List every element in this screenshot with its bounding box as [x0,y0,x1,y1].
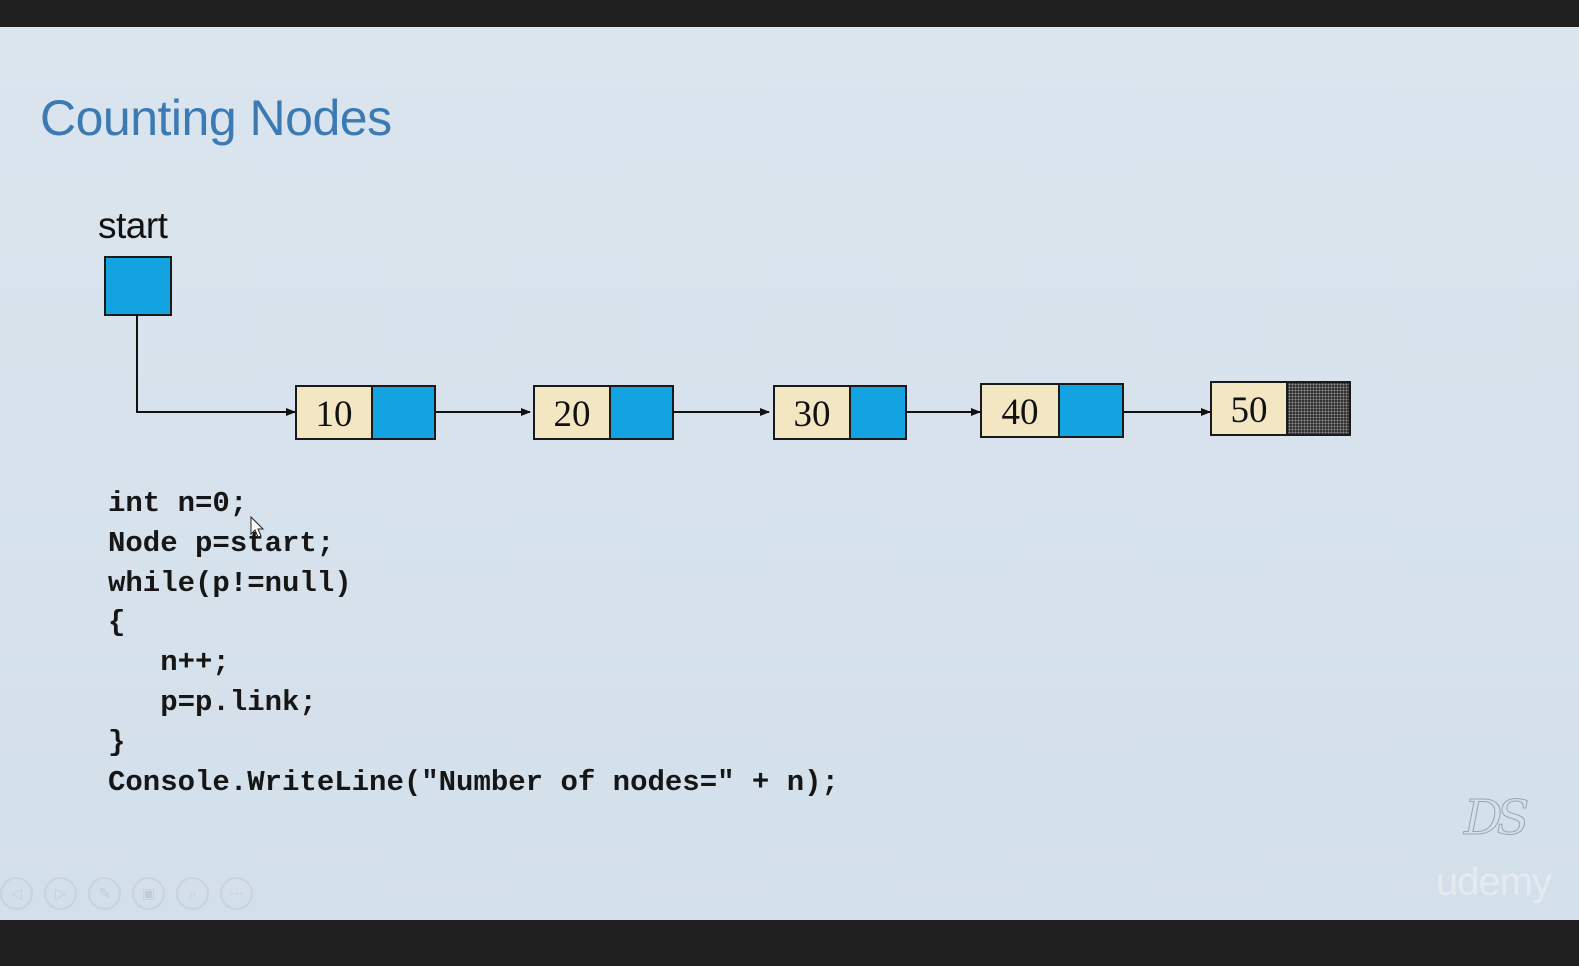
start-arrow [136,315,296,416]
node-value: 20 [535,387,611,438]
code-line: Node p=start; [108,526,335,560]
top-letterbox-bar [0,0,1579,27]
zoom-icon[interactable]: ⌕ [176,877,209,910]
code-line: { [108,606,126,640]
code-line: p=p.link; [108,685,317,719]
mouse-cursor-icon [250,516,265,538]
bottom-letterbox-bar [0,920,1579,966]
code-line: } [108,725,126,759]
list-node-5: 50 [1210,381,1351,436]
node-link-field [1060,385,1122,436]
node-value: 50 [1212,383,1288,434]
code-line: n++; [108,646,230,680]
next-icon[interactable]: ▷ [44,877,77,910]
presentation-slide: Counting Nodes start 10 20 30 40 50 int … [0,27,1579,920]
previous-icon[interactable]: ◁ [0,877,33,910]
list-node-3: 30 [773,385,907,440]
node-value: 30 [775,387,851,438]
code-line: Console.WriteLine("Number of nodes=" + n… [108,765,839,799]
code-line: int n=0; [108,487,248,520]
list-node-1: 10 [295,385,436,440]
node-link-field [373,387,434,438]
node-value: 40 [982,385,1060,436]
start-label: start [98,205,168,246]
list-node-4: 40 [980,383,1124,438]
node-value: 10 [297,387,373,438]
node-link-field [851,387,905,438]
slide-title: Counting Nodes [40,90,392,146]
ds-logo: DS [1463,790,1529,847]
udemy-watermark: udemy [1436,860,1552,904]
more-icon[interactable]: ⋯ [220,877,253,910]
code-line: while(p!=null) [108,566,352,600]
node-link-field [611,387,672,438]
slide-controls: ◁ ▷ ✎ ▣ ⌕ ⋯ [0,877,253,917]
code-block: int n=0; Node p=start; while(p!=null) { … [108,484,839,802]
slides-icon[interactable]: ▣ [132,877,165,910]
pen-icon[interactable]: ✎ [88,877,121,910]
list-node-2: 20 [533,385,674,440]
null-link-field [1288,383,1349,434]
